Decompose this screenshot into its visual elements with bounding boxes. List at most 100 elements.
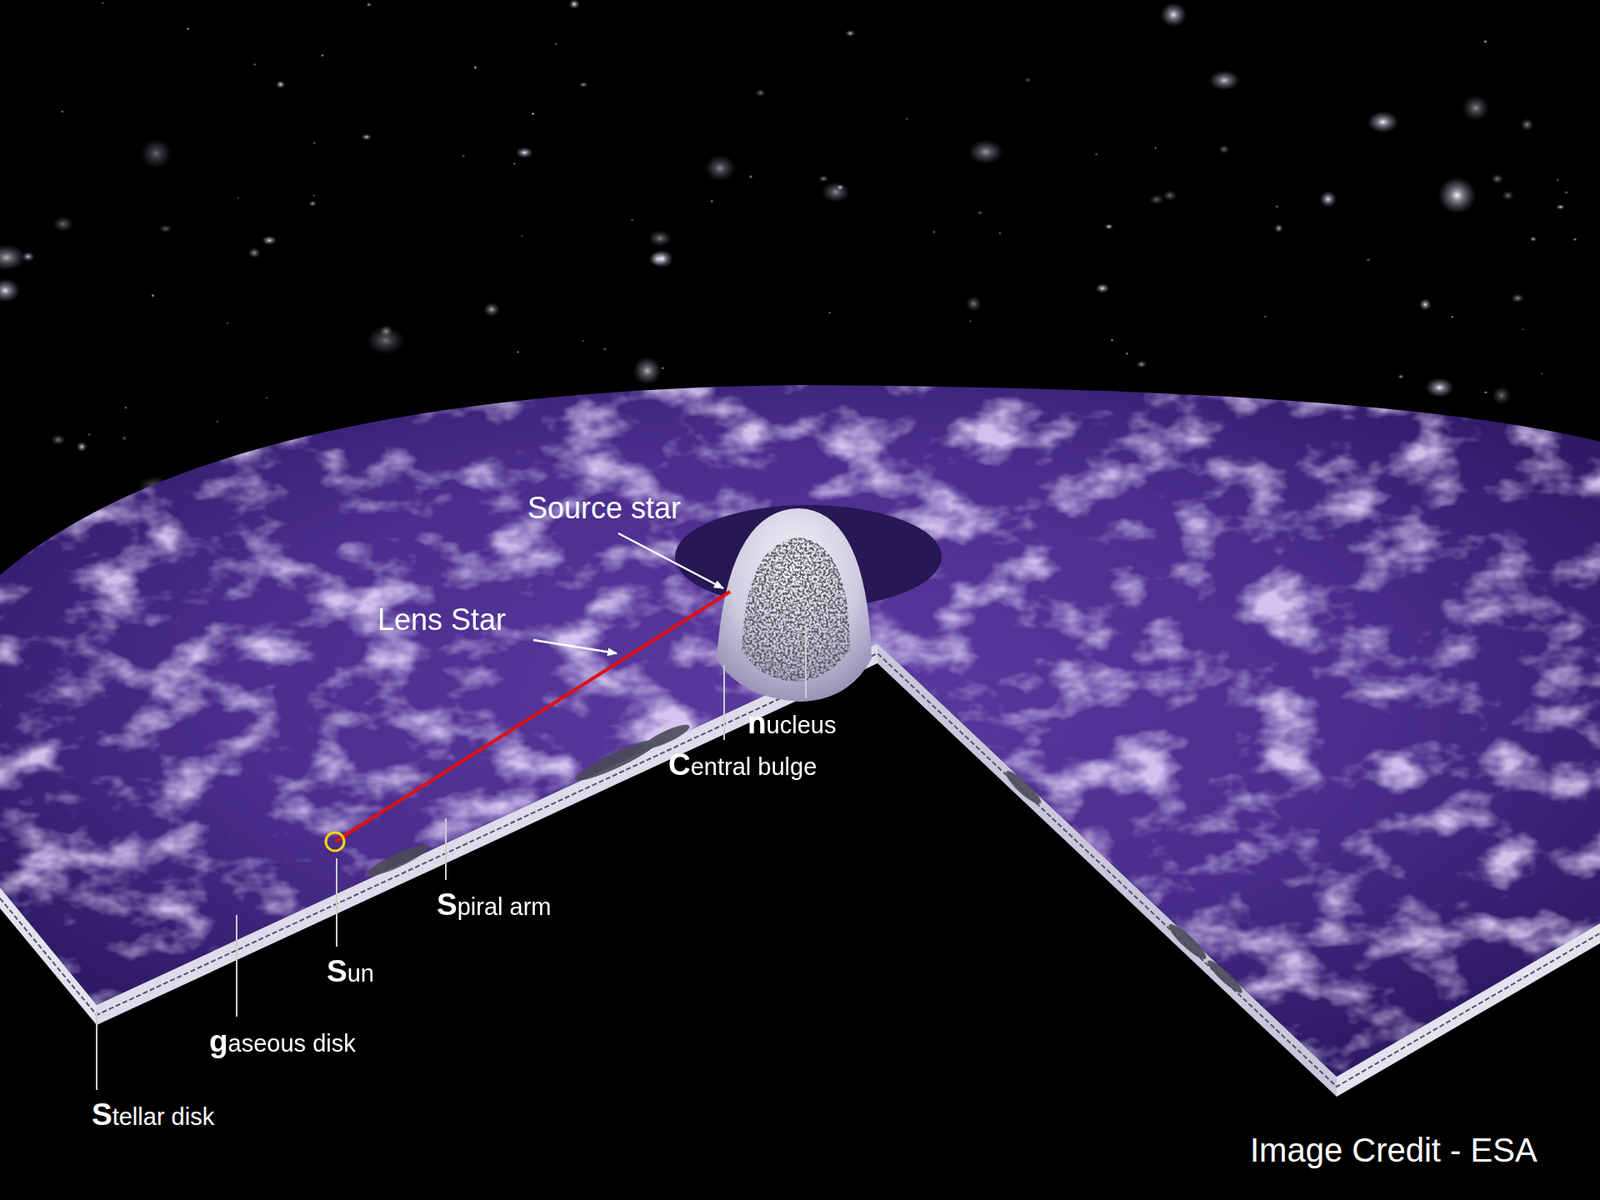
bulge-label: Central bulge: [668, 746, 817, 784]
background-galaxy: [931, 230, 936, 235]
background-galaxy: [100, 1, 105, 5]
background-galaxy: [633, 356, 663, 385]
background-galaxy: [630, 219, 635, 222]
background-galaxy: [515, 147, 534, 159]
background-galaxy: [1501, 190, 1515, 201]
background-galaxy: [1367, 110, 1400, 133]
stellar-disk-label: Stellar disk: [91, 1096, 215, 1134]
background-galaxy: [0, 244, 26, 270]
background-galaxy: [579, 81, 589, 88]
spiral-arm-label: Spiral arm: [436, 886, 552, 924]
background-galaxy: [1148, 194, 1165, 205]
background-galaxy: [554, 42, 559, 45]
background-galaxy: [905, 117, 910, 121]
background-galaxy: [530, 111, 535, 115]
background-galaxy: [1365, 258, 1371, 262]
background-galaxy: [1275, 205, 1280, 209]
background-galaxy: [1320, 190, 1337, 208]
background-galaxy: [320, 54, 325, 58]
background-galaxy: [1540, 372, 1544, 375]
background-galaxy: [581, 339, 585, 343]
background-galaxy: [1024, 77, 1031, 84]
background-galaxy: [1263, 315, 1268, 319]
gaseous-disk-label: gaseous disk: [209, 1023, 356, 1060]
background-galaxy: [1135, 360, 1147, 369]
sun-label: Sun: [326, 953, 375, 990]
background-galaxy: [835, 184, 845, 190]
background-galaxy: [312, 194, 316, 198]
nucleus-label: nucleus: [747, 705, 836, 742]
background-galaxy: [261, 235, 277, 245]
lens-star-label: Lens Star: [377, 601, 506, 638]
background-galaxy: [1483, 390, 1489, 395]
background-galaxy: [648, 230, 672, 247]
background-galaxy: [1462, 95, 1490, 121]
background-galaxy: [361, 134, 372, 141]
background-galaxy: [365, 2, 372, 8]
background-galaxy: [520, 235, 524, 238]
background-galaxy: [660, 366, 665, 370]
background-galaxy: [1105, 223, 1115, 230]
background-galaxy: [650, 249, 674, 268]
background-galaxy: [265, 396, 270, 400]
background-galaxy: [215, 420, 220, 423]
image-credit: Image Credit - ESA: [1250, 1130, 1538, 1170]
background-galaxy: [969, 320, 973, 323]
background-galaxy: [1095, 283, 1110, 294]
background-galaxy: [0, 278, 20, 303]
background-galaxy: [1110, 339, 1115, 342]
background-galaxy: [515, 350, 520, 354]
background-galaxy: [998, 231, 1002, 235]
background-galaxy: [60, 110, 65, 114]
background-galaxy: [461, 155, 465, 158]
background-galaxy: [569, 0, 580, 10]
background-galaxy: [1450, 315, 1455, 319]
background-galaxy: [308, 200, 317, 207]
background-galaxy: [185, 27, 190, 31]
background-galaxy: [965, 296, 982, 312]
background-galaxy: [1491, 385, 1511, 405]
background-galaxy: [150, 294, 155, 299]
background-galaxy: [1208, 70, 1240, 90]
background-galaxy: [140, 138, 172, 170]
background-galaxy: [821, 181, 850, 203]
background-galaxy: [1490, 174, 1504, 185]
background-galaxy: [1520, 118, 1535, 131]
background-galaxy: [248, 247, 261, 259]
background-galaxy: [1555, 204, 1565, 210]
background-galaxy: [976, 210, 983, 216]
background-galaxy: [473, 65, 478, 70]
background-galaxy: [1555, 178, 1560, 183]
background-galaxy: [1521, 328, 1525, 331]
background-galaxy: [121, 435, 128, 442]
background-galaxy: [968, 139, 1005, 165]
background-galaxy: [755, 89, 766, 97]
background-galaxy: [124, 405, 128, 410]
background-galaxy: [1425, 377, 1455, 398]
background-galaxy: [1438, 176, 1477, 215]
background-galaxy: [818, 175, 829, 183]
background-galaxy: [1095, 152, 1099, 156]
background-galaxy: [50, 435, 66, 446]
background-galaxy: [312, 141, 317, 145]
background-galaxy: [1510, 294, 1525, 304]
background-galaxy: [275, 80, 285, 90]
source-star-label: Source star: [527, 490, 681, 526]
background-galaxy: [236, 196, 240, 200]
background-galaxy: [52, 215, 74, 232]
background-galaxy: [1274, 224, 1284, 234]
background-galaxy: [602, 347, 608, 352]
background-galaxy: [1563, 190, 1570, 195]
background-galaxy: [704, 155, 735, 182]
background-galaxy: [512, 162, 516, 165]
background-galaxy: [1572, 237, 1577, 241]
background-galaxy: [1162, 190, 1178, 201]
background-galaxy: [1529, 236, 1537, 243]
background-galaxy: [366, 326, 405, 355]
background-galaxy: [87, 432, 91, 436]
background-galaxy: [76, 441, 88, 452]
background-galaxy: [483, 302, 500, 317]
background-galaxy: [159, 225, 173, 234]
background-galaxy: [1125, 351, 1129, 355]
